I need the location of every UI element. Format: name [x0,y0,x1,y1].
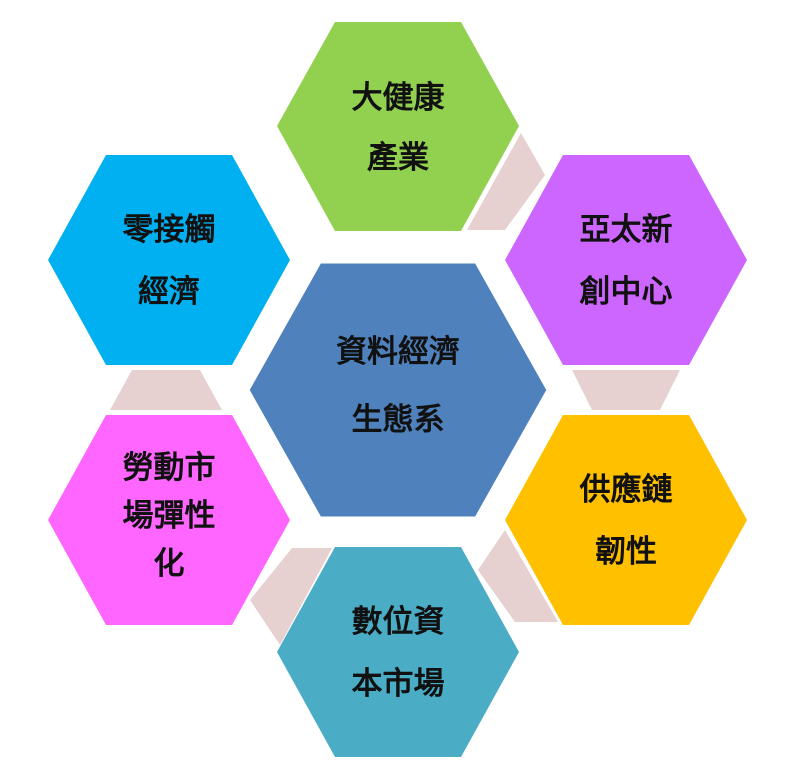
hex-bottom-left-line2: 場彈性 [123,498,216,534]
hex-bottom-line1: 數位資 [352,604,445,640]
hex-bottom-right-line1: 供應鏈 [579,472,673,508]
hex-bottom-left-line3: 化 [154,546,185,582]
hex-center: 資料經濟 生態系 [246,260,550,520]
hex-bottom-line2: 本市場 [352,666,445,702]
hexagon-shape [48,155,290,365]
hex-bottom: 數位資 本市場 [277,547,519,757]
hex-top: 大健康 產業 [277,22,519,231]
hex-bottom-right-line2: 韌性 [595,534,657,570]
hex-top-right: 亞太新 創中心 [505,155,747,365]
hex-top-line2: 產業 [367,140,429,176]
connectors [110,133,680,645]
hex-top-left: 零接觸 經濟 [48,155,290,365]
hexagon-shape [277,22,519,231]
hex-bottom-left: 勞動市 場彈性 化 [48,415,290,625]
connector-top-topright [467,133,545,230]
connector-topright-bottomright [572,370,680,410]
hex-center-line1: 資料經濟 [336,334,460,370]
hex-top-left-line1: 零接觸 [123,212,216,248]
hexagon-shape [246,260,550,520]
connector-bottomleft-topleft [110,370,222,410]
hex-top-right-line2: 創中心 [580,274,673,310]
hexagon-shape [277,547,519,757]
hexagon-shape [505,415,747,625]
hex-top-left-line2: 經濟 [138,274,200,310]
hexagon-shape [48,415,290,625]
hex-top-right-line1: 亞太新 [580,212,673,248]
connector-bottomright-bottom [478,530,558,622]
hex-center-line2: 生態系 [352,402,445,438]
hex-bottom-left-line1: 勞動市 [123,450,216,486]
hex-bottom-right: 供應鏈 韌性 [505,415,747,625]
hexagon-shape [505,155,747,365]
connector-bottom-bottomleft [250,548,332,645]
hex-top-line1: 大健康 [352,80,446,116]
